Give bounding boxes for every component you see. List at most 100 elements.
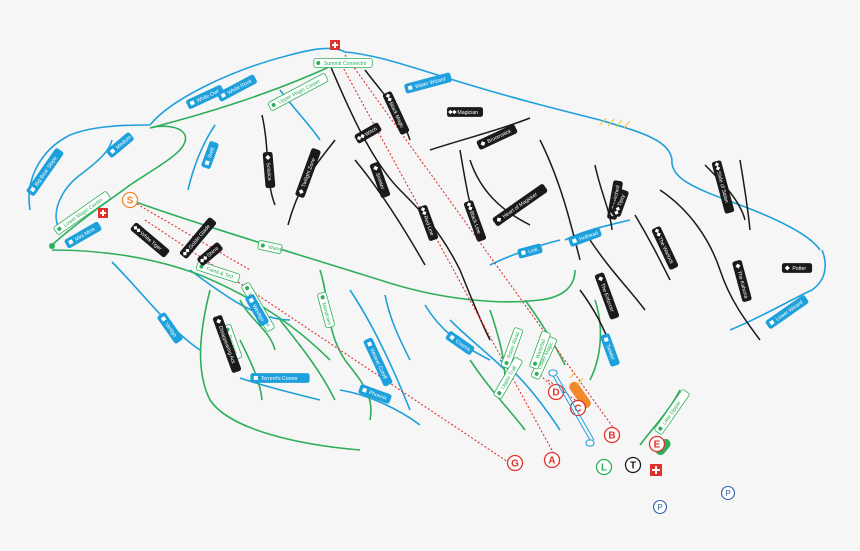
- double-black-diamond-icon: [133, 226, 141, 233]
- lift-g-marker[interactable]: G: [506, 454, 524, 472]
- trail-label-background: [250, 373, 310, 383]
- trail-mandrake: [319, 269, 372, 421]
- trail-upper-trail: [239, 339, 263, 401]
- trail-name: Sinister: [374, 172, 386, 191]
- trail-fiend-and-ted: [51, 249, 331, 361]
- trail-name: Bewitched: [611, 185, 621, 210]
- trail-name: Upper Magic Carpet: [277, 78, 321, 105]
- trail-sorcerer: [199, 289, 361, 451]
- lift-t-marker[interactable]: T: [624, 456, 642, 474]
- lift-d-marker[interactable]: D: [547, 383, 565, 401]
- trail-label-black-line[interactable]: Black Line: [463, 200, 487, 242]
- trail-label-red-line[interactable]: Red Line: [417, 205, 439, 241]
- trail-the-enforcer: [539, 139, 581, 261]
- trail-label-torrent-corner[interactable]: Torrent's Corner: [250, 373, 310, 383]
- blue-square-icon: [29, 186, 36, 193]
- trail-label-vertigo[interactable]: Vertigo: [157, 312, 183, 344]
- trail-torrent-corner: [239, 377, 321, 401]
- trail-name: Mandrake: [320, 302, 332, 326]
- lift-line-s: [129, 199, 251, 271]
- trail-white-owl: [149, 47, 346, 126]
- lift-b-marker[interactable]: B: [603, 426, 621, 444]
- trail-label-black-magic[interactable]: Black Magic: [382, 91, 410, 135]
- trail-label-sinister[interactable]: Sinister: [369, 162, 391, 198]
- trail-label-swift[interactable]: Swift: [201, 141, 219, 169]
- lift-line-b: [344, 54, 616, 431]
- trail-label-background: [53, 191, 111, 235]
- trail-label-background: [765, 295, 809, 329]
- lift-letter: D: [552, 388, 559, 399]
- trail-label-background: [130, 222, 170, 258]
- trail-label-magician[interactable]: Magician: [446, 107, 484, 117]
- trail-name: Big Bear Slope: [34, 156, 59, 188]
- trail-side-blue-1: [449, 319, 506, 371]
- trail-label-weaver-cutoff[interactable]: Weaver Cutoff: [363, 337, 393, 387]
- first-aid-cross-icon[interactable]: [98, 208, 108, 218]
- trail-label-background: [26, 148, 64, 196]
- trail-slide-of-satan: [739, 159, 751, 231]
- trail-label-twilight-zone[interactable]: Twilight Zone: [295, 148, 321, 198]
- trail-label-upper-magic-carpet[interactable]: Upper Magic Carpet: [267, 73, 329, 111]
- trail-side-green-3: [279, 319, 336, 401]
- trail-name: Twister: [604, 343, 615, 361]
- trail-label-twister[interactable]: Twister: [600, 333, 620, 367]
- trail-heart-of-magicker: [469, 159, 531, 226]
- black-diamond-icon: [265, 154, 271, 160]
- lift-cable-blue: [552, 375, 591, 441]
- trail-label-white-tiger[interactable]: White Tiger: [130, 222, 170, 258]
- blue-square-icon: [407, 85, 413, 91]
- trail-name: Link: [528, 247, 539, 255]
- trail-label-summit-connector[interactable]: Summit Connector: [313, 58, 373, 68]
- trail-label-link[interactable]: Link: [517, 243, 543, 259]
- trail-label-mandrake[interactable]: Mandrake: [317, 291, 335, 329]
- first-aid-cross-icon[interactable]: [650, 464, 662, 476]
- blue-square-icon: [220, 92, 227, 98]
- trail-label-background: [446, 107, 484, 117]
- trail-label-tipsy[interactable]: Tipsy: [611, 189, 629, 217]
- lift-a-marker[interactable]: A: [543, 451, 561, 469]
- green-circle-icon: [533, 361, 538, 366]
- trail-label-wand[interactable]: Wand: [257, 240, 283, 254]
- trail-red-line: [354, 159, 426, 266]
- green-circle-icon: [316, 61, 321, 65]
- lift-letter: L: [601, 463, 607, 474]
- trail-label-cosmic[interactable]: Cosmic: [445, 331, 475, 355]
- trail-label-shine[interactable]: Shine: [197, 242, 223, 266]
- trail-label-slide-of-satan[interactable]: Slide of Satan: [711, 160, 735, 214]
- trail-label-background: [317, 291, 335, 329]
- trail-label-background: [212, 315, 242, 373]
- trail-label-hothead[interactable]: Hothead: [568, 227, 602, 247]
- trail-label-background: [186, 85, 224, 109]
- double-black-diamond-icon: [466, 202, 473, 211]
- trail-label-background: [267, 73, 329, 111]
- double-black-diamond-icon: [654, 228, 661, 237]
- trail-label-witch[interactable]: Witch: [354, 122, 382, 144]
- trail-label-lower-wizard[interactable]: Lower Wizard: [765, 295, 809, 329]
- lift-c-marker[interactable]: C: [569, 399, 587, 417]
- trail-label-water-wizard[interactable]: Water Wizard: [404, 72, 452, 94]
- lift-e-marker[interactable]: E: [648, 435, 666, 453]
- lift-line-c: [547, 379, 583, 406]
- trail-label-background: [492, 184, 548, 226]
- trail-label-the-kahuna[interactable]: The Kahuna: [732, 260, 752, 302]
- trail-phoenix: [339, 389, 421, 426]
- parking-marker[interactable]: P: [652, 499, 668, 515]
- trail-name: Heart of Magicker: [502, 191, 539, 220]
- trail-name: Goblin Glade: [188, 224, 212, 251]
- trail-label-little-dipper[interactable]: Little Dipper: [654, 389, 690, 435]
- lift-s-marker[interactable]: S: [121, 191, 139, 209]
- trail-label-background: [64, 221, 102, 249]
- parking-marker[interactable]: P: [720, 485, 736, 501]
- trail-wand: [129, 199, 576, 303]
- lift-terminal-bottom: [585, 439, 595, 447]
- blue-square-icon: [189, 100, 195, 106]
- trail-label-the-warlock[interactable]: The Warlock: [651, 226, 679, 270]
- parking-markers: PP: [652, 485, 736, 515]
- lift-l-marker[interactable]: L: [595, 458, 613, 476]
- trail-label-broomstick[interactable]: Broomstick: [476, 124, 518, 150]
- trail-label-potter[interactable]: Potter: [781, 263, 813, 273]
- first-aid-cross-icon[interactable]: [330, 40, 340, 50]
- trail-label-solstice[interactable]: Solstice: [262, 151, 276, 189]
- parking-letter: P: [725, 489, 730, 498]
- double-black-diamond-icon: [614, 206, 620, 215]
